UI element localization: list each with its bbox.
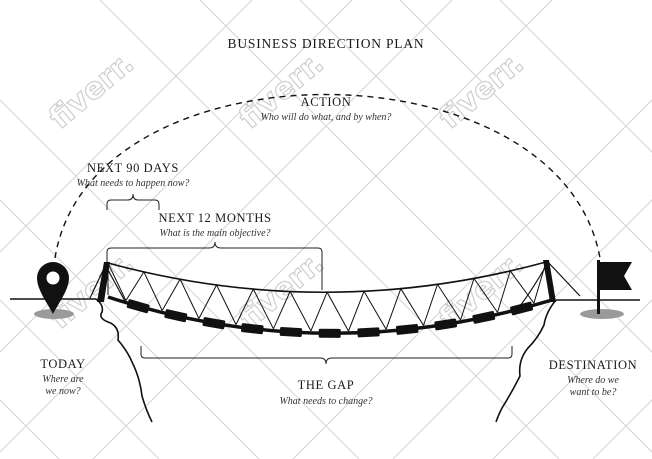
today-question-line1: Where are [42,374,84,385]
bridge-planks [126,299,534,338]
next90-label: NEXT 90 DAYS [87,161,179,175]
bridge-plank [279,326,303,338]
bridge-hangers [107,261,553,332]
action-label: ACTION [301,95,352,109]
next12-label: NEXT 12 MONTHS [158,211,271,225]
bridge-post-left [97,262,110,302]
bridge-hanger-lines [107,261,553,332]
destination-question-line2: want to be? [570,387,617,398]
next12-bracket [106,241,323,290]
bridge-hand-rope [107,261,547,294]
destination-label: DESTINATION [549,358,638,372]
watermark-logo: fiverr. [43,46,141,136]
bridge-plank [164,309,188,323]
bridge-plank [357,327,380,338]
bridge-plank [318,328,341,338]
bridge-plank [510,301,534,316]
bridge-plank [202,317,226,330]
action-arc [54,93,601,259]
gap-bracket [140,346,513,365]
bridge-plank [395,323,419,335]
today-question-line2: we now? [45,386,80,397]
destination-question-line1: Where do we [567,375,619,386]
pin-shadow [34,309,74,319]
watermark-logos: fiverr. fiverr. fiverr. fiverr. fiverr. … [42,45,531,337]
gap-question: What needs to change? [279,396,372,407]
next90-bracket [106,193,160,210]
today-label: TODAY [40,357,85,371]
flag-icon [597,260,632,314]
gap-label: THE GAP [298,378,355,392]
bridge-plank [241,323,264,335]
flag-shadow [580,309,624,319]
page-title: BUSINESS DIRECTION PLAN [228,36,425,51]
watermark-logo: fiverr. [433,46,531,136]
next90-question: What needs to happen now? [77,178,190,189]
action-question: Who will do what, and by when? [261,112,392,123]
location-pin-icon [37,262,69,314]
bridge-plank [126,299,150,314]
bridge-plank [434,318,458,331]
bridge-plank [472,311,496,324]
next12-question: What is the main objective? [159,228,270,239]
